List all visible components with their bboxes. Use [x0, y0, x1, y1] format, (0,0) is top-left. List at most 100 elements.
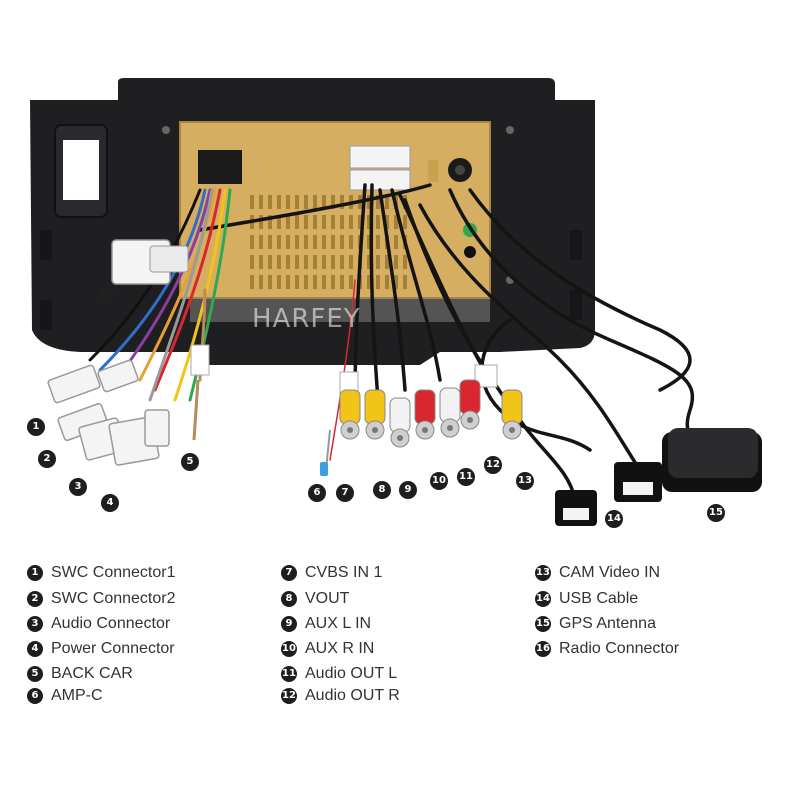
- legend-item-14: 14 USB Cable: [535, 589, 638, 609]
- vent-slot: [313, 215, 317, 229]
- vent-slot: [322, 215, 326, 229]
- vent-slot: [367, 255, 371, 269]
- callout-1: 1: [27, 418, 45, 436]
- legend-label: AMP-C: [51, 687, 103, 704]
- legend-item-12: 12 Audio OUT R: [281, 686, 400, 706]
- legend-item-15: 15 GPS Antenna: [535, 614, 656, 634]
- callout-9: 9: [399, 481, 417, 499]
- legend-item-16: 16 Radio Connector: [535, 639, 679, 659]
- legend-label: CVBS IN 1: [305, 564, 383, 581]
- rca-plug-pin: [467, 417, 473, 423]
- legend-label: AUX L IN: [305, 615, 372, 632]
- legend-label: SWC Connector2: [51, 590, 176, 607]
- callout-7: 7: [336, 484, 354, 502]
- legend-label: CAM Video IN: [559, 564, 661, 581]
- vent-slot: [277, 255, 281, 269]
- legend-item-8: 8 VOUT: [281, 589, 349, 609]
- vent-slot: [340, 255, 344, 269]
- rca-plug-pin: [509, 427, 515, 433]
- vent-slot: [295, 195, 299, 209]
- vent-slot: [322, 235, 326, 249]
- callout-4: 4: [101, 494, 119, 512]
- vent-slot: [376, 235, 380, 249]
- vent-slot: [349, 275, 353, 289]
- vent-slot: [322, 195, 326, 209]
- legend-item-7: 7 CVBS IN 1: [281, 563, 382, 583]
- vent-slot: [394, 275, 398, 289]
- callout-13: 13: [516, 472, 534, 490]
- vent-slot: [313, 275, 317, 289]
- legend-label: Audio OUT L: [305, 665, 398, 682]
- vent-slot: [349, 255, 353, 269]
- vent-slot: [259, 215, 263, 229]
- legend-item-5: 5 BACK CAR: [27, 664, 133, 684]
- vent-slot: [295, 275, 299, 289]
- vent-slot: [277, 275, 281, 289]
- rca-plug-body: [389, 397, 411, 433]
- legend-number: 11: [281, 666, 297, 682]
- vent-slot: [277, 195, 281, 209]
- legend-number: 4: [27, 641, 43, 657]
- vent-slot: [403, 215, 407, 229]
- vent-slot: [403, 275, 407, 289]
- vent-slot: [322, 255, 326, 269]
- legend-label: SWC Connector1: [51, 564, 176, 581]
- rca-plug-body: [459, 379, 481, 415]
- legend-label: AUX R IN: [305, 640, 375, 657]
- legend-number: 16: [535, 641, 551, 657]
- vent-slot: [259, 235, 263, 249]
- rca-plug-body: [339, 389, 361, 425]
- vent-slot: [268, 215, 272, 229]
- callout-11: 11: [457, 468, 475, 486]
- legend-item-2: 2 SWC Connector2: [27, 589, 176, 609]
- rca-plug-pin: [397, 435, 403, 441]
- legend-label: Power Connector: [51, 640, 175, 657]
- vent-slot: [340, 275, 344, 289]
- rca-plug-pin: [372, 427, 378, 433]
- vent-slot: [331, 235, 335, 249]
- legend-number: 10: [281, 641, 297, 657]
- vent-slot: [259, 195, 263, 209]
- vent-slot: [322, 275, 326, 289]
- vent-slot: [385, 275, 389, 289]
- legend-item-6: 6 AMP-C: [27, 686, 103, 706]
- legend-label: GPS Antenna: [559, 615, 656, 632]
- vent-slot: [340, 215, 344, 229]
- vent-slot: [286, 235, 290, 249]
- callout-16: 16: [98, 286, 115, 300]
- vent-slot: [385, 215, 389, 229]
- vent-slot: [376, 195, 380, 209]
- vent-slot: [286, 255, 290, 269]
- vent-slot: [250, 235, 254, 249]
- brand-watermark: HARFEY: [252, 304, 361, 334]
- legend-item-9: 9 AUX L IN: [281, 614, 371, 634]
- vent-slot: [295, 255, 299, 269]
- vent-slot: [331, 275, 335, 289]
- vent-slot: [376, 215, 380, 229]
- callout-14: 14: [605, 510, 623, 528]
- vent-slot: [331, 255, 335, 269]
- vent-slot: [268, 195, 272, 209]
- callout-5: 5: [181, 453, 199, 471]
- rca-plug-body: [439, 387, 461, 423]
- head-unit-illustration: [30, 78, 762, 526]
- callout-12: 12: [484, 456, 502, 474]
- vent-slot: [268, 235, 272, 249]
- legend-number: 14: [535, 591, 551, 607]
- vent-slot: [313, 255, 317, 269]
- vent-slot: [376, 275, 380, 289]
- vent-slot: [304, 275, 308, 289]
- vent-slot: [367, 215, 371, 229]
- legend-label: Radio Connector: [559, 640, 680, 657]
- legend-number: 15: [535, 616, 551, 632]
- rca-plug-body: [414, 389, 436, 425]
- legend-item-10: 10 AUX R IN: [281, 639, 374, 659]
- vent-slot: [295, 235, 299, 249]
- legend-number: 9: [281, 616, 297, 632]
- vent-slot: [286, 275, 290, 289]
- legend-number: 12: [281, 688, 297, 704]
- legend-number: 8: [281, 591, 297, 607]
- vent-slot: [268, 275, 272, 289]
- legend-number: 3: [27, 616, 43, 632]
- vent-slot: [385, 255, 389, 269]
